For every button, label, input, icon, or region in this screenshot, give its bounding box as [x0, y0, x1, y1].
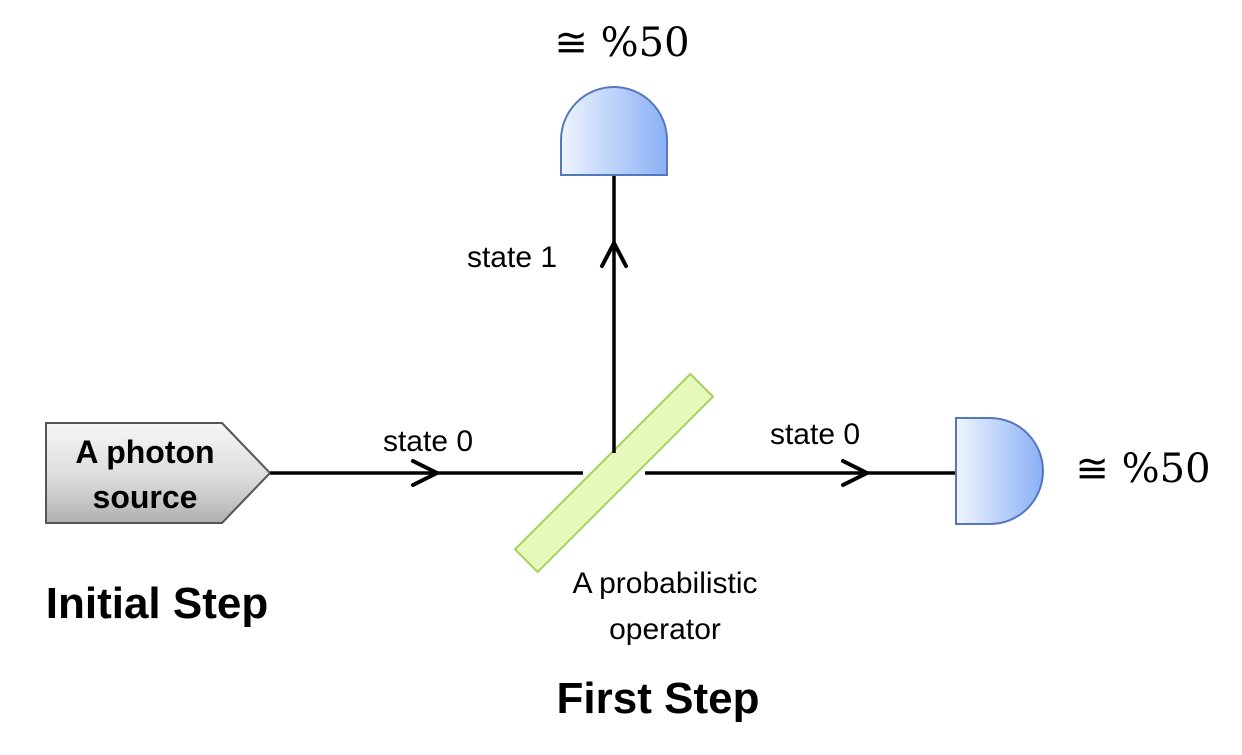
reflected-beam [600, 175, 628, 453]
photon-source: A photon source [45, 422, 272, 524]
transmitted-state-label: state 0 [770, 418, 860, 451]
top-detector-probability: ≅ %50 [554, 20, 689, 66]
reflected-beam-arrowhead [600, 241, 628, 268]
photon-source-shape [45, 422, 272, 524]
transmitted-beam-arrowhead [841, 459, 869, 487]
right-detector [955, 417, 1044, 525]
incoming-beam-arrowhead [411, 459, 439, 487]
operator-caption-line1: A probabilistic [572, 567, 757, 600]
initial-step-label: Initial Step [46, 579, 268, 628]
reflected-state-label: state 1 [467, 241, 557, 274]
beam-splitter-plate [513, 372, 715, 574]
incoming-state-label: state 0 [383, 425, 473, 458]
top-detector-shape [560, 86, 668, 176]
probabilistic-operator [513, 372, 715, 574]
photon-source-label-line1: A photon [75, 434, 214, 470]
incoming-beam [270, 459, 583, 487]
transmitted-beam [645, 459, 956, 487]
right-detector-shape [955, 417, 1044, 525]
operator-caption-line2: operator [609, 613, 721, 646]
top-detector [560, 86, 668, 176]
first-step-label: First Step [557, 674, 760, 723]
photon-source-label-line2: source [93, 479, 198, 515]
right-detector-probability: ≅ %50 [1075, 446, 1210, 492]
